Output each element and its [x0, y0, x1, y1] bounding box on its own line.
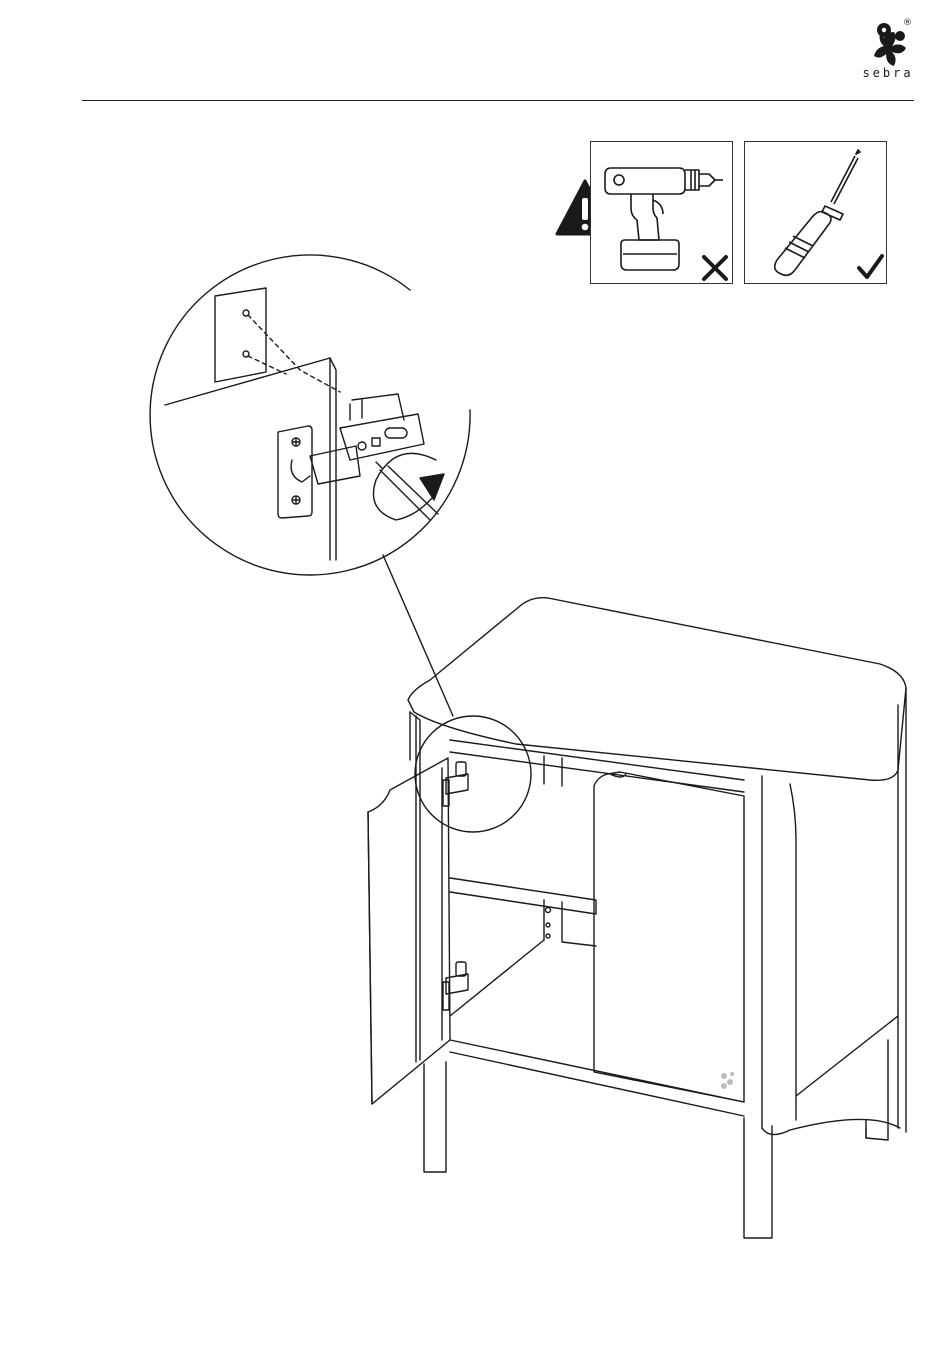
magnifier-leader-line — [383, 555, 453, 716]
hinge-detail-magnifier — [150, 255, 470, 575]
door-logo-icon — [721, 1072, 734, 1089]
